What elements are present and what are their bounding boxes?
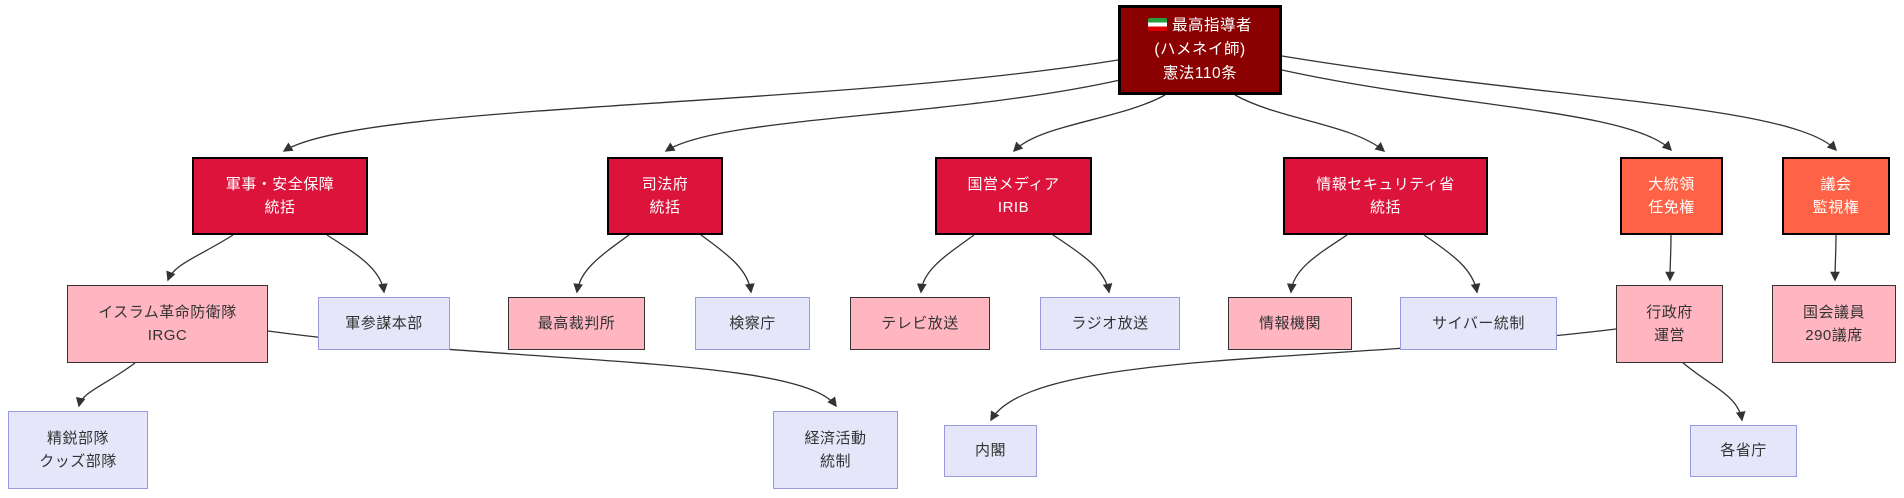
- node-label-line: 統括: [264, 199, 296, 216]
- node-label-line: 憲法110条: [1162, 65, 1238, 82]
- node-economic-control: 経済活動統制: [773, 411, 898, 489]
- node-label-line: テレビ放送: [881, 314, 959, 332]
- node-label-line: 軍事・安全保障: [225, 175, 335, 193]
- node-label-line: 290議席: [1805, 327, 1863, 344]
- edge-irgc-to-quds-force: [75, 362, 136, 408]
- node-label-line: 議会: [1820, 175, 1852, 193]
- edge-supreme-leader-to-president: [1281, 69, 1673, 152]
- node-parliament: 議会監視権: [1782, 157, 1890, 235]
- node-label-line: (ハメネイ師): [1154, 40, 1246, 58]
- edge-judiciary-to-prosecutors-office: [700, 234, 755, 294]
- edge-state-media-to-tv-broadcast: [916, 234, 975, 294]
- node-label-line: 軍参謀本部: [345, 314, 423, 332]
- node-president: 大統領任免権: [1620, 157, 1723, 235]
- node-irgc: イスラム革命防衛隊 IRGC: [67, 285, 268, 363]
- node-label-line: 大統領: [1648, 175, 1695, 193]
- node-label-line: 最高裁判所: [537, 314, 616, 332]
- node-label-line: 経済活動: [804, 429, 867, 447]
- node-label-line: 情報セキュリティ省: [1316, 175, 1455, 193]
- edge-supreme-leader-to-judiciary: [664, 79, 1121, 152]
- node-label-line: 統括: [649, 199, 681, 216]
- edge-supreme-leader-to-military-security: [282, 59, 1119, 152]
- node-label-line: IRGC: [147, 327, 188, 344]
- node-label-line: ラジオ放送: [1071, 314, 1149, 332]
- edge-state-media-to-radio-broadcast: [1052, 234, 1113, 294]
- edge-executive-branch-to-ministries: [1681, 361, 1746, 422]
- node-radio-broadcast: ラジオ放送: [1040, 297, 1180, 350]
- edge-supreme-leader-to-state-media: [1012, 94, 1166, 153]
- node-prosecutors-office: 検察庁: [695, 297, 810, 350]
- node-label-line: 国営メディア: [967, 175, 1060, 193]
- node-executive-branch: 行政府運営: [1616, 285, 1723, 363]
- edge-intel-ministry-to-cyber-control: [1423, 234, 1481, 294]
- edge-president-to-executive-branch: [1665, 234, 1675, 282]
- node-label-line: イスラム革命防衛隊: [98, 303, 237, 321]
- node-cyber-control: サイバー統制: [1400, 297, 1557, 350]
- node-label-line: 内閣: [974, 442, 1006, 460]
- node-label-line: 統制: [819, 453, 851, 470]
- node-label-line: 司法府: [641, 175, 689, 193]
- node-label-line: サイバー統制: [1432, 314, 1525, 332]
- node-supreme-leader: 最高指導者 (ハメネイ師) 憲法110条: [1118, 5, 1282, 95]
- node-intel-agency: 情報機関: [1228, 297, 1352, 350]
- node-label-line: クッズ部隊: [39, 453, 117, 470]
- node-ministries: 各省庁: [1690, 425, 1797, 477]
- node-cabinet: 内閣: [944, 425, 1037, 477]
- edge-judiciary-to-supreme-court: [573, 234, 630, 294]
- node-label-line: 最高指導者: [1147, 14, 1252, 38]
- node-label-line: 監視権: [1812, 199, 1860, 216]
- node-mps: 国会議員 290議席: [1772, 285, 1896, 363]
- node-label-line: 行政府: [1646, 303, 1693, 321]
- edge-supreme-leader-to-parliament: [1281, 55, 1838, 152]
- edge-military-security-to-general-staff: [326, 234, 388, 294]
- edge-military-security-to-irgc: [166, 234, 234, 282]
- node-label-line: IRIB: [997, 199, 1030, 216]
- node-label-line: 各省庁: [1720, 442, 1767, 460]
- iran-flag-icon: [1147, 17, 1167, 31]
- node-label-line: 精鋭部隊: [46, 429, 109, 447]
- node-judiciary: 司法府統括: [607, 157, 723, 235]
- node-military-security: 軍事・安全保障統括: [192, 157, 368, 235]
- node-label-line: 情報機関: [1258, 314, 1321, 332]
- edge-intel-ministry-to-intel-agency: [1286, 234, 1348, 294]
- node-label-line: 統括: [1369, 199, 1401, 216]
- node-supreme-court: 最高裁判所: [508, 297, 645, 350]
- edge-supreme-leader-to-intel-ministry: [1234, 94, 1386, 152]
- edge-parliament-to-mps: [1830, 234, 1840, 282]
- node-label-line: 運営: [1653, 327, 1685, 344]
- node-tv-broadcast: テレビ放送: [850, 297, 990, 350]
- node-general-staff: 軍参謀本部: [318, 297, 450, 350]
- node-intel-ministry: 情報セキュリティ省統括: [1283, 157, 1488, 235]
- node-state-media: 国営メディア IRIB: [935, 157, 1092, 235]
- node-quds-force: 精鋭部隊クッズ部隊: [8, 411, 148, 489]
- node-label-text: 最高指導者: [1171, 16, 1252, 34]
- node-label-line: 国会議員: [1802, 303, 1865, 321]
- node-label-line: 検察庁: [729, 314, 776, 332]
- node-label-line: 任免権: [1648, 199, 1695, 216]
